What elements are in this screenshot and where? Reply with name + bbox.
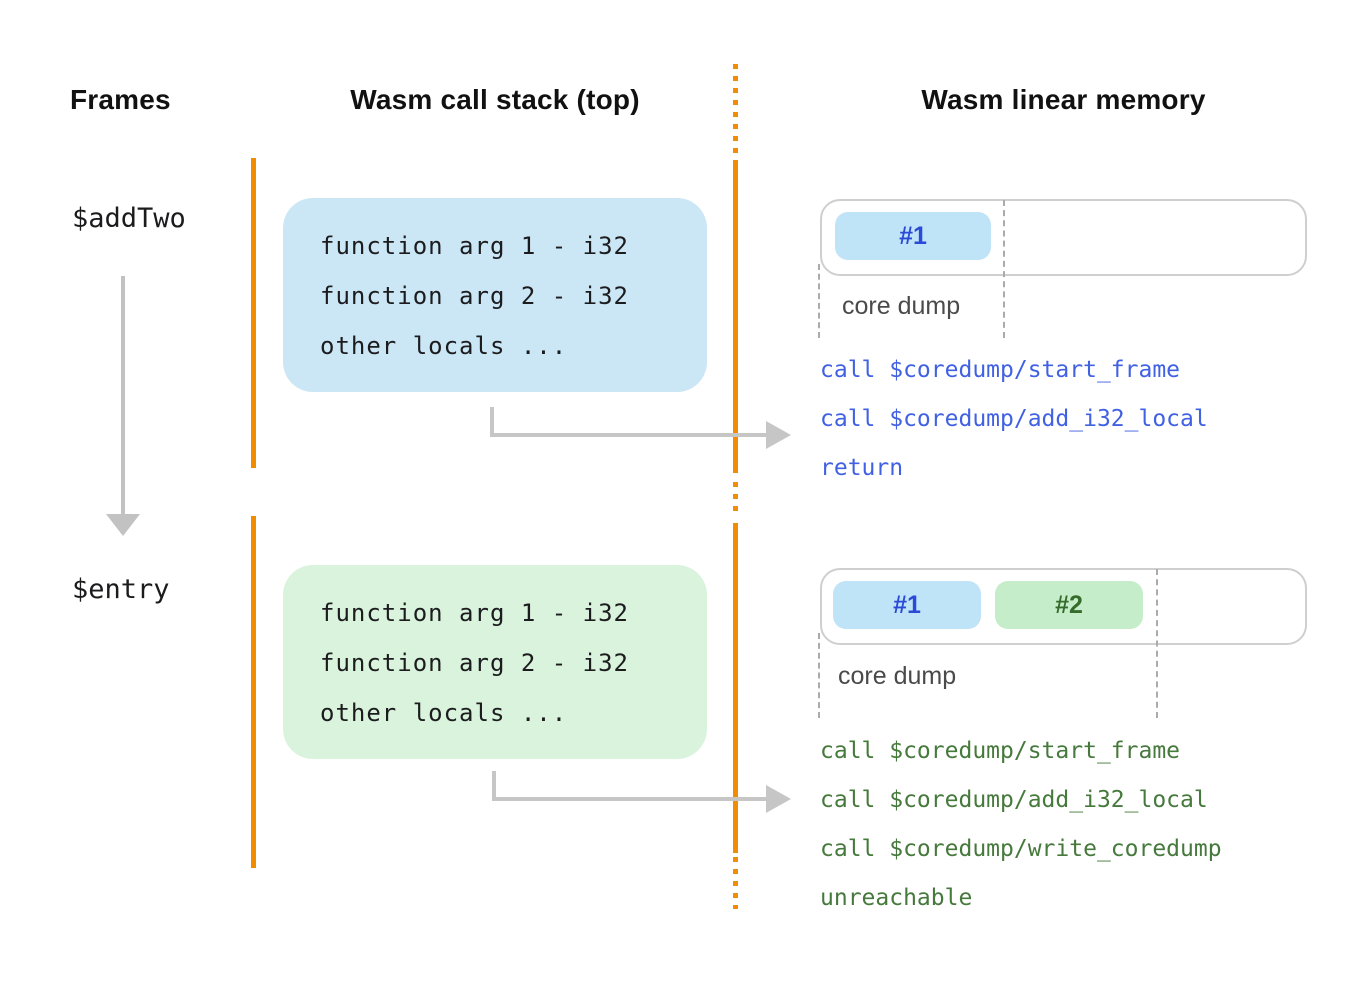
memory-chip-1-label: #1 [899, 221, 927, 250]
boundary-rail-solid-frame2 [733, 523, 738, 853]
linear-memory-column-header: Wasm linear memory [921, 84, 1206, 115]
connector1-vertical [490, 407, 494, 435]
boundary-rail-solid-frame1 [733, 160, 738, 473]
coredump-region-label-1: core dump [842, 292, 961, 320]
boundary-rail-dotted-top [733, 64, 738, 158]
coredump-region-label-2: core dump [838, 662, 957, 690]
memory-chip-1-frame2: #1 [833, 581, 981, 629]
frames-column-header: Frames [70, 84, 171, 115]
boundary-rail-dotted-bottom [733, 857, 738, 909]
instruction-line: call $coredump/start_frame [820, 357, 1181, 383]
coredump-extent-line-left-1 [818, 264, 820, 338]
boundary-rail-dotted-middle [733, 482, 738, 518]
coredump-extent-line-right-1 [1003, 200, 1005, 338]
stack-local-line: other locals ... [320, 332, 568, 360]
memory-chip-2-label: #2 [1055, 590, 1083, 619]
connector2-arrow-head-icon [766, 785, 791, 813]
instruction-line: call $coredump/add_i32_local [820, 406, 1208, 432]
frame-label-addtwo: $addTwo [72, 203, 186, 234]
frame-label-entry: $entry [72, 574, 170, 605]
memory-chip-2: #2 [995, 581, 1143, 629]
frames-order-arrow-head-icon [106, 514, 140, 536]
stack-local-line: function arg 1 - i32 [320, 232, 629, 260]
memory-chip-1: #1 [835, 212, 991, 260]
instruction-line: call $coredump/start_frame [820, 738, 1181, 764]
stack-frame-locals-entry: function arg 1 - i32 function arg 2 - i32… [320, 588, 629, 738]
connector2-horizontal [492, 797, 768, 801]
call-stack-column-header: Wasm call stack (top) [350, 84, 640, 115]
callstack-rail-frame1 [251, 158, 256, 468]
instruction-line: call $coredump/write_coredump [820, 836, 1222, 862]
coredump-extent-line-right-2 [1156, 569, 1158, 718]
callstack-rail-frame2 [251, 516, 256, 868]
coredump-extent-line-left-2 [818, 633, 820, 718]
instruction-line: unreachable [820, 885, 973, 911]
memory-chip-1-frame2-label: #1 [893, 590, 921, 619]
connector2-vertical [492, 771, 496, 799]
stack-local-line: function arg 1 - i32 [320, 599, 629, 627]
instruction-line: return [820, 455, 904, 481]
instruction-line: call $coredump/add_i32_local [820, 787, 1208, 813]
stack-frame-locals-addtwo: function arg 1 - i32 function arg 2 - i32… [320, 221, 629, 371]
connector1-arrow-head-icon [766, 421, 791, 449]
frames-order-arrow [121, 276, 125, 516]
stack-local-line: function arg 2 - i32 [320, 282, 629, 310]
stack-frame-box-entry: function arg 1 - i32 function arg 2 - i32… [283, 565, 707, 759]
stack-local-line: function arg 2 - i32 [320, 649, 629, 677]
stack-local-line: other locals ... [320, 699, 568, 727]
stack-frame-box-addtwo: function arg 1 - i32 function arg 2 - i32… [283, 198, 707, 392]
connector1-horizontal [490, 433, 768, 437]
